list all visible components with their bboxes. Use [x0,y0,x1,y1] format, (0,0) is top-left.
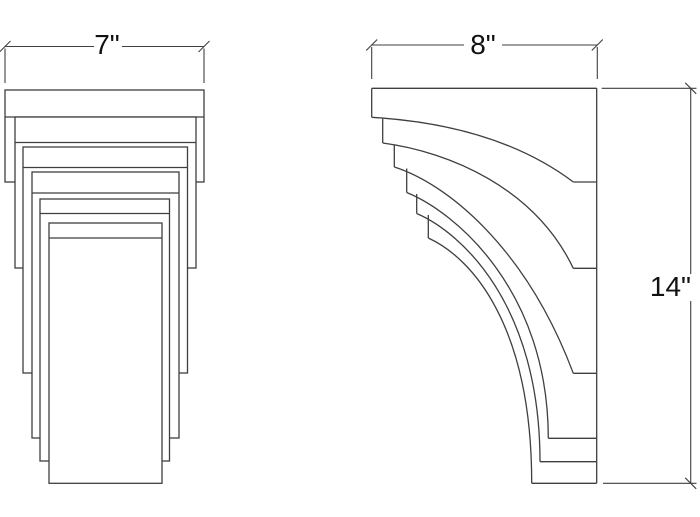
dim-8-tick-left [365,39,378,51]
front-layer-6 [48,222,163,484]
dim-7-tick-right [198,40,210,53]
side-curve-4 [406,191,549,439]
front-width-label: 7" [94,29,120,60]
side-curve-6 [428,237,533,484]
front-view [4,89,205,484]
dimension-front-width: 7" [0,29,210,83]
dim-8-tick-right [591,39,604,51]
side-curve-1 [371,116,574,183]
dim-7-tick-left [0,40,11,53]
dimension-side-depth: 8" [365,29,604,79]
side-curve-2 [382,142,574,269]
side-view [371,87,598,484]
side-depth-label: 8" [470,29,496,60]
dimension-side-height: 14" [601,82,697,490]
side-curve-5 [416,212,541,462]
side-curve-3 [394,166,574,374]
side-height-label: 14" [650,271,691,302]
